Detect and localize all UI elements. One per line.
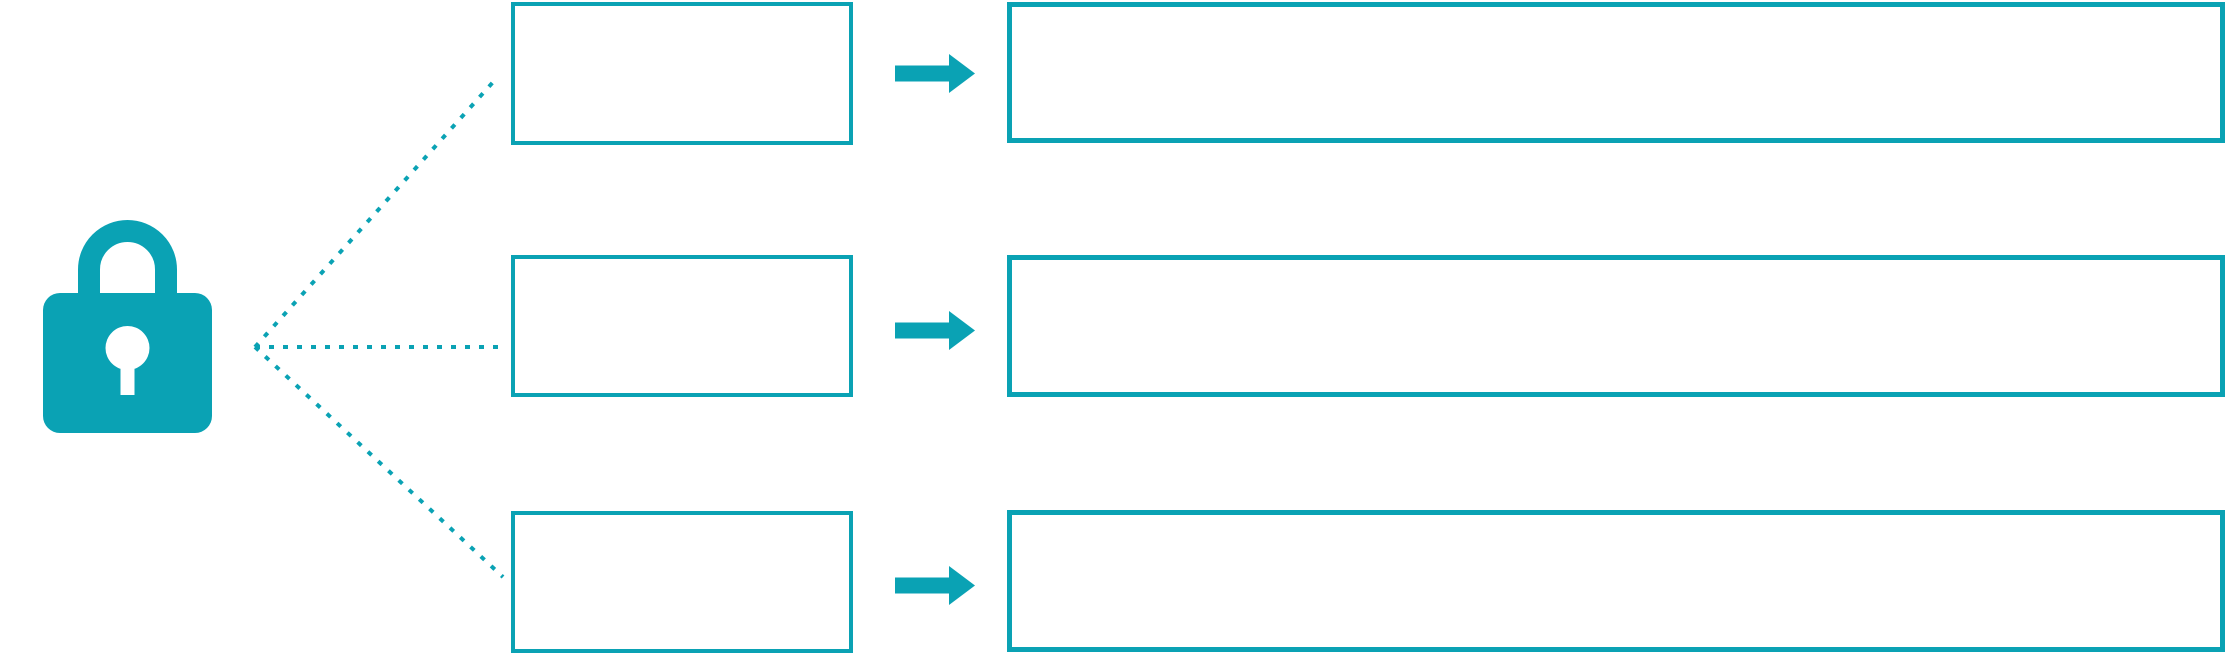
definition-box-3 (1007, 510, 2225, 652)
right-arrow-icon (895, 566, 975, 605)
term-box-1 (511, 2, 853, 145)
lock-icon (43, 220, 212, 433)
term-box-2 (511, 255, 853, 397)
keyhole-stem (120, 348, 135, 395)
right-arrow-icon (895, 54, 975, 93)
term-box-3 (511, 511, 853, 653)
connector-line-top (253, 79, 496, 349)
connector-line-bottom (253, 345, 505, 579)
definition-box-2 (1007, 255, 2225, 397)
definition-box-1 (1007, 2, 2225, 143)
right-arrow-icon (895, 311, 975, 350)
lock-shackle (78, 220, 177, 302)
